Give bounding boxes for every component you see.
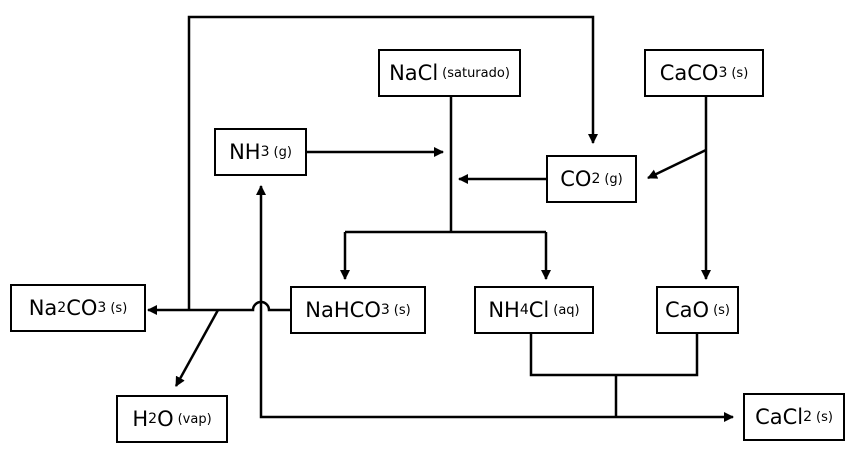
na2co3-subscript-2: 3 [97,300,107,316]
na2co3-state: (s) [110,300,128,316]
h2o-o: O [157,407,174,431]
nahco3-subscript: 3 [380,302,390,318]
to-h2o-arrow [174,309,220,387]
caco3-subscript: 3 [718,65,728,81]
nahco3-state: (s) [393,302,411,318]
cao-formula: CaO [665,298,710,322]
nh3-subscript: 3 [260,144,270,160]
node-cao: CaO(s) [656,286,739,334]
nh4cl-state: (aq) [553,302,580,318]
na2co3-subscript-1: 2 [57,300,67,316]
nh4cl-down-line [529,333,699,377]
caco3-to-co2-arrow [647,148,707,180]
cao-state: (s) [713,302,730,318]
h2o-subscript: 2 [148,411,158,427]
na2co3-na: Na [28,296,58,320]
na2co3-co: CO [66,296,98,320]
node-nacl: NaCl(saturado) [378,49,521,97]
nh3-state: (g) [273,144,292,160]
nahco3-formula: NaHCO [305,298,381,322]
nacl-state: (saturado) [442,65,510,81]
co2-subscript: 2 [591,171,601,187]
cacl2-formula: CaCl [755,405,804,429]
co2-formula: CO [560,167,592,191]
caco3-state: (s) [731,65,749,81]
nh3-formula: NH [229,140,261,164]
co2-state: (g) [604,171,623,187]
cacl2-subscript: 2 [803,409,813,425]
h2o-h: H [132,407,149,431]
cacl2-state: (s) [816,409,833,425]
nahco3-to-na2co3-arrow [147,300,290,315]
recycle-line-to-co2 [187,15,598,310]
nh4cl-nh: NH [488,298,520,322]
nh4cl-cl: Cl [528,298,550,322]
nh3-recycle-arrow [256,185,616,419]
nacl-formula: NaCl [389,61,439,85]
caco3-formula: CaCO [659,61,719,85]
nh4cl-subscript: 4 [519,302,529,318]
h2o-state: (vap) [177,411,212,427]
